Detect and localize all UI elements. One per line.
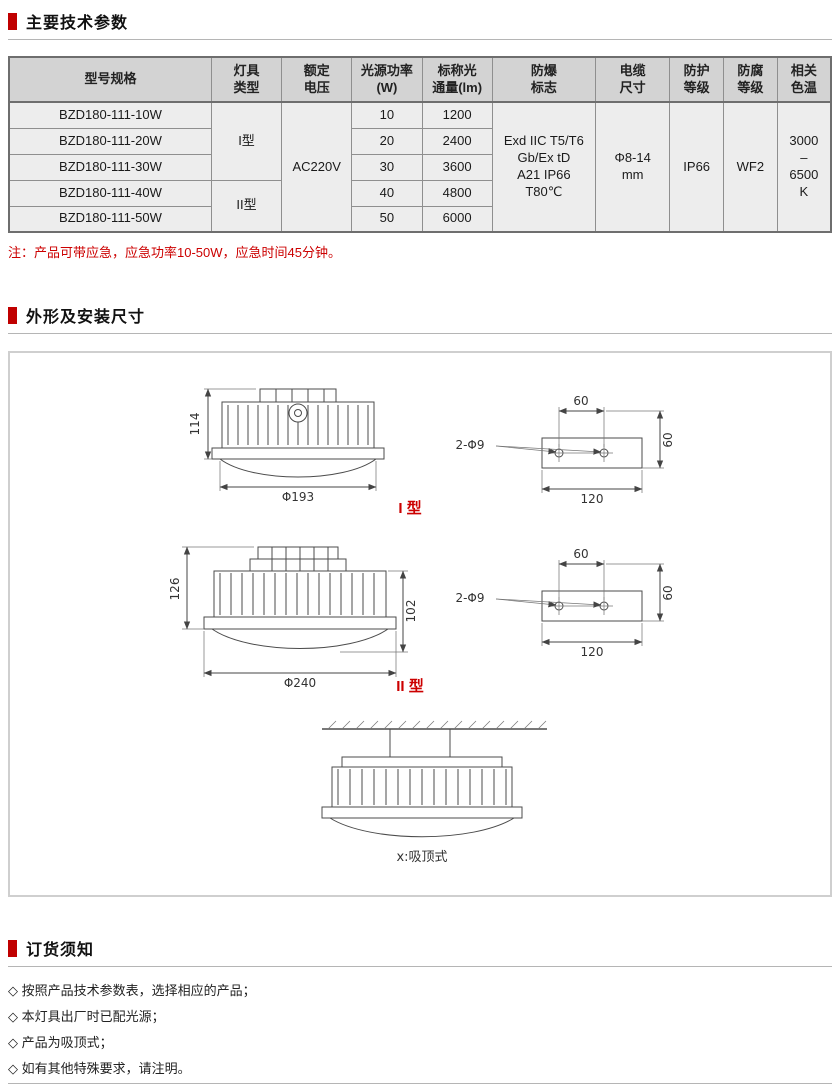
dim-plate-hole-spacing: 60 [573, 394, 588, 408]
cell-cct: 3000 – 6500 K [776, 101, 832, 233]
dim-type2-height: 126 [168, 578, 182, 601]
col-header-corrosion: 防腐 等级 [723, 56, 778, 103]
dim-type2-inner-height: 102 [404, 600, 418, 623]
col-header-flux: 标称光 通量(lm) [421, 56, 493, 103]
type2-mounting-plate-drawing: 60 60 120 2-Φ9 [455, 547, 675, 659]
cell-power: 40 [351, 179, 423, 207]
col-header-cable: 电缆 尺寸 [594, 56, 671, 103]
table-row: BZD180-111-30W 30 3600 [8, 153, 831, 181]
cell-power: 10 [351, 101, 423, 129]
table-row: BZD180-111-40W II型 40 4800 [8, 179, 831, 233]
cell-flux: 3600 [421, 153, 493, 181]
ordering-section-title: 订货须知 [26, 942, 95, 959]
cell-model: BZD180-111-30W [8, 153, 212, 181]
ordering-note-item: ◇ 产品为吸顶式； [8, 1035, 113, 1050]
ordering-note-item: ◇ 如有其他特殊要求，请注明。 [8, 1061, 191, 1076]
cell-lamp-type-2: II型 [210, 179, 283, 233]
dim-plate-holes: 2-Φ9 [455, 438, 484, 452]
cell-model: BZD180-111-20W [8, 127, 212, 155]
col-header-voltage: 额定 电压 [281, 56, 353, 103]
dim-type2-diameter: Φ240 [284, 676, 316, 690]
cell-power: 20 [351, 127, 423, 155]
specs-section-title: 主要技术参数 [26, 15, 129, 32]
cell-ex-mark: Exd IIC T5/T6 Gb/Ex tD A21 IP66 T80℃ [491, 101, 596, 233]
ceiling-mount-caption: x:吸顶式 [396, 850, 447, 865]
section-header-ordering: 订货须知 [8, 937, 832, 959]
section-divider [8, 333, 832, 334]
table-header-row: 型号规格 灯具 类型 额定 电压 光源功率 (W) 标称光 通量(lm) 防爆 … [8, 56, 832, 103]
cell-flux: 1200 [421, 101, 493, 129]
cell-model: BZD180-111-50W [8, 205, 212, 233]
dim-type1-diameter: Φ193 [282, 490, 314, 504]
emergency-note: 注：产品可带应急，应急功率10-50W，应急时间45分钟。 [8, 245, 341, 260]
dimension-drawings: 114 Φ193 60 60 120 2-Φ9 [168, 388, 675, 865]
dimensions-section-title: 外形及安装尺寸 [26, 309, 146, 326]
col-header-cct: 相关 色温 [776, 56, 832, 103]
ordering-notes-list: ◇ 按照产品技术参数表，选择相应的产品； ◇ 本灯具出厂时已配光源； ◇ 产品为… [8, 978, 832, 1082]
cell-lamp-type-1: I型 [210, 101, 283, 181]
cell-ip: IP66 [669, 101, 725, 233]
section-divider [8, 966, 832, 967]
dim-type1-height: 114 [188, 413, 202, 436]
ordering-note-item: ◇ 本灯具出厂时已配光源； [8, 1009, 165, 1024]
table-row: BZD180-111-50W 50 6000 [8, 205, 831, 233]
cell-flux: 2400 [421, 127, 493, 155]
cell-power: 50 [351, 205, 423, 233]
col-header-model: 型号规格 [8, 56, 212, 103]
ceiling-mount-drawing: x:吸顶式 [321, 720, 547, 865]
dim-plate-hole-spacing: 60 [573, 547, 588, 561]
cell-voltage: AC220V [281, 101, 353, 233]
cell-flux: 4800 [421, 179, 493, 207]
dim-plate-width: 120 [581, 645, 604, 659]
cell-model: BZD180-111-10W [8, 101, 212, 129]
section-divider [8, 39, 832, 40]
red-bullet-icon [8, 12, 17, 30]
dim-plate-width: 120 [581, 492, 604, 506]
col-header-power: 光源功率 (W) [351, 56, 423, 103]
col-header-lamp-type: 灯具 类型 [210, 56, 283, 103]
type1-mounting-plate-drawing: 60 60 120 2-Φ9 [455, 394, 675, 506]
cell-corrosion: WF2 [723, 101, 778, 233]
red-bullet-icon [8, 306, 17, 324]
table-row: BZD180-111-20W 20 2400 [8, 127, 831, 155]
type2-label: II 型 [396, 677, 424, 695]
section-header-specs: 主要技术参数 [8, 10, 832, 32]
col-header-ex-mark: 防爆 标志 [491, 56, 596, 103]
dim-plate-side: 60 [661, 432, 675, 447]
table-row: BZD180-111-10W I型 AC220V 10 1200 Exd IIC… [8, 101, 832, 233]
specs-table: 型号规格 灯具 类型 额定 电压 光源功率 (W) 标称光 通量(lm) 防爆 … [8, 56, 832, 233]
dim-plate-side: 60 [661, 585, 675, 600]
cell-cable: Φ8-14 mm [594, 101, 671, 233]
dimension-drawings-panel: 114 Φ193 60 60 120 2-Φ9 [8, 351, 832, 897]
ordering-note-item: ◇ 按照产品技术参数表，选择相应的产品； [8, 983, 256, 998]
section-header-dimensions: 外形及安装尺寸 [8, 304, 832, 326]
red-bullet-icon [8, 939, 17, 957]
type2-front-view-drawing: 126 102 Φ240 [168, 546, 418, 690]
cell-model: BZD180-111-40W [8, 179, 212, 207]
cell-flux: 6000 [421, 205, 493, 233]
type1-front-view-drawing: 114 Φ193 [188, 388, 385, 504]
col-header-ip: 防护 等级 [669, 56, 725, 103]
cell-power: 30 [351, 153, 423, 181]
dim-plate-holes: 2-Φ9 [455, 591, 484, 605]
type1-label: I 型 [398, 499, 421, 517]
